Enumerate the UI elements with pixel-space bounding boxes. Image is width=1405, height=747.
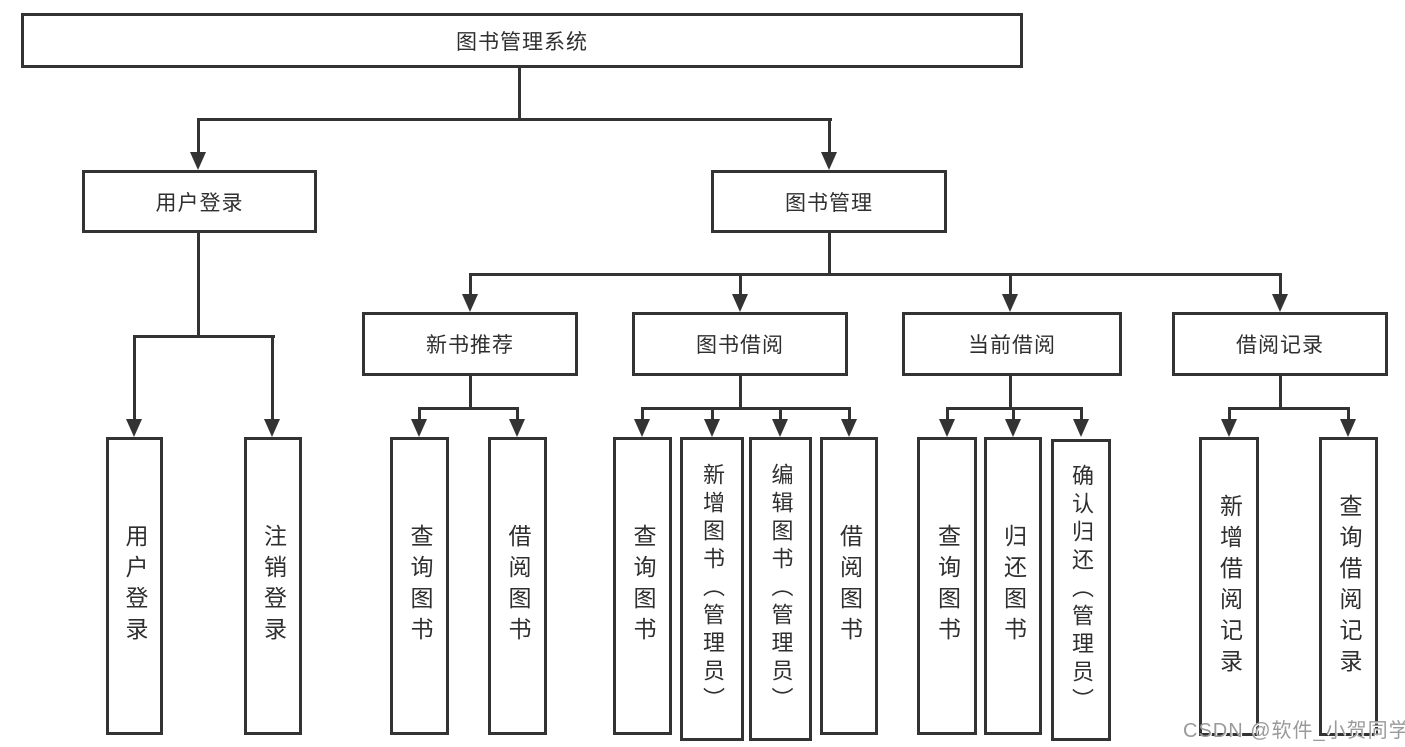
connector-line — [197, 233, 200, 338]
node-borrow-records: 借阅记录 — [1172, 312, 1388, 376]
connector-line — [641, 407, 644, 422]
node-book-borrowing: 图书借阅 — [632, 312, 848, 376]
flow-arrowhead — [1002, 294, 1018, 312]
flow-arrowhead — [126, 419, 142, 437]
flow-arrowhead — [939, 419, 955, 437]
leaf-query-books-1-label: 查询图书 — [407, 524, 433, 648]
connector-line — [1009, 376, 1012, 410]
leaf-logout-label: 注销登录 — [260, 524, 287, 648]
connector-line — [1080, 407, 1083, 422]
connector-line — [469, 376, 472, 410]
flow-arrowhead — [732, 294, 748, 312]
leaf-borrow-books-1: 借阅图书 — [488, 437, 547, 735]
leaf-add-borrow-record-label: 新增借阅记录 — [1216, 493, 1243, 680]
leaf-user-login-label: 用户登录 — [122, 524, 148, 648]
connector-line — [469, 273, 1282, 276]
node-current-borrowing: 当前借阅 — [902, 312, 1122, 376]
connector-line — [641, 407, 851, 410]
node-book-borrowing-label: 图书借阅 — [696, 334, 784, 357]
leaf-return-books: 归还图书 — [984, 437, 1042, 735]
connector-line — [828, 233, 831, 276]
flow-arrowhead — [1005, 419, 1021, 437]
leaf-borrow-books-2: 借阅图书 — [820, 437, 878, 735]
leaf-query-books-2: 查询图书 — [613, 437, 672, 735]
node-root: 图书管理系统 — [21, 13, 1023, 68]
leaf-query-books-1: 查询图书 — [390, 437, 449, 735]
node-user-login-label: 用户登录 — [155, 191, 244, 215]
leaf-confirm-return-admin: 确认归还（管理员） — [1051, 439, 1111, 741]
connector-line — [418, 407, 421, 422]
connector-line — [739, 376, 742, 410]
node-borrow-records-label: 借阅记录 — [1236, 334, 1324, 357]
flow-arrowhead — [509, 419, 525, 437]
leaf-edit-books-admin-label: 编辑图书（管理员） — [768, 463, 794, 715]
leaf-confirm-return-admin-label: 确认归还（管理员） — [1069, 464, 1094, 716]
flow-arrowhead — [704, 419, 720, 437]
flow-arrowhead — [462, 294, 478, 312]
flow-arrowhead — [841, 419, 857, 437]
node-current-borrowing-label: 当前借阅 — [968, 334, 1056, 357]
connector-line — [518, 68, 521, 121]
connector-line — [1347, 407, 1350, 422]
connector-line — [133, 335, 275, 338]
connector-line — [197, 118, 832, 121]
leaf-user-login: 用户登录 — [106, 437, 163, 735]
connector-line — [828, 118, 831, 156]
connector-line — [133, 335, 136, 423]
leaf-query-borrow-record-label: 查询借阅记录 — [1336, 493, 1362, 680]
flow-arrowhead — [1340, 419, 1356, 437]
flow-arrowhead — [190, 152, 206, 170]
connector-line — [469, 273, 472, 298]
connector-line — [739, 273, 742, 298]
node-user-login: 用户登录 — [82, 170, 317, 233]
leaf-edit-books-admin: 编辑图书（管理员） — [749, 437, 812, 741]
leaf-add-books-admin-label: 新增图书（管理员） — [700, 463, 725, 715]
flow-arrowhead — [634, 419, 650, 437]
leaf-query-borrow-record: 查询借阅记录 — [1319, 437, 1378, 736]
leaf-query-books-3: 查询图书 — [917, 437, 977, 735]
flow-arrowhead — [772, 419, 788, 437]
connector-line — [946, 407, 949, 422]
leaf-return-books-label: 归还图书 — [1000, 524, 1027, 648]
node-root-label: 图书管理系统 — [456, 30, 588, 54]
connector-line — [779, 407, 782, 422]
flow-arrowhead — [1073, 419, 1089, 437]
connector-line — [1228, 407, 1350, 410]
leaf-add-books-admin: 新增图书（管理员） — [680, 437, 744, 741]
connector-line — [516, 407, 519, 422]
flow-arrowhead — [411, 419, 427, 437]
leaf-logout: 注销登录 — [244, 437, 302, 735]
node-book-management-label: 图书管理 — [785, 191, 873, 215]
connector-line — [848, 407, 851, 422]
leaf-query-books-3-label: 查询图书 — [934, 524, 961, 648]
connector-line — [711, 407, 714, 422]
connector-line — [1279, 376, 1282, 410]
connector-line — [197, 118, 200, 156]
connector-line — [1228, 407, 1231, 422]
flow-arrowhead — [1221, 419, 1237, 437]
node-new-book-recommend-label: 新书推荐 — [426, 334, 514, 357]
connector-line — [1009, 273, 1012, 298]
flow-arrowhead — [264, 419, 280, 437]
leaf-borrow-books-1-label: 借阅图书 — [505, 524, 531, 648]
leaf-add-borrow-record: 新增借阅记录 — [1199, 437, 1259, 736]
flow-arrowhead — [821, 152, 837, 170]
leaf-query-books-2-label: 查询图书 — [630, 524, 656, 648]
node-book-management: 图书管理 — [711, 170, 947, 233]
connector-line — [1279, 273, 1282, 298]
leaf-borrow-books-2-label: 借阅图书 — [836, 524, 863, 648]
node-new-book-recommend: 新书推荐 — [362, 312, 578, 376]
connector-line — [271, 335, 274, 423]
connector-line — [1012, 407, 1015, 422]
watermark: CSDN @软件_小贺同学 — [1183, 720, 1405, 742]
connector-line — [418, 407, 519, 410]
flow-arrowhead — [1272, 294, 1288, 312]
